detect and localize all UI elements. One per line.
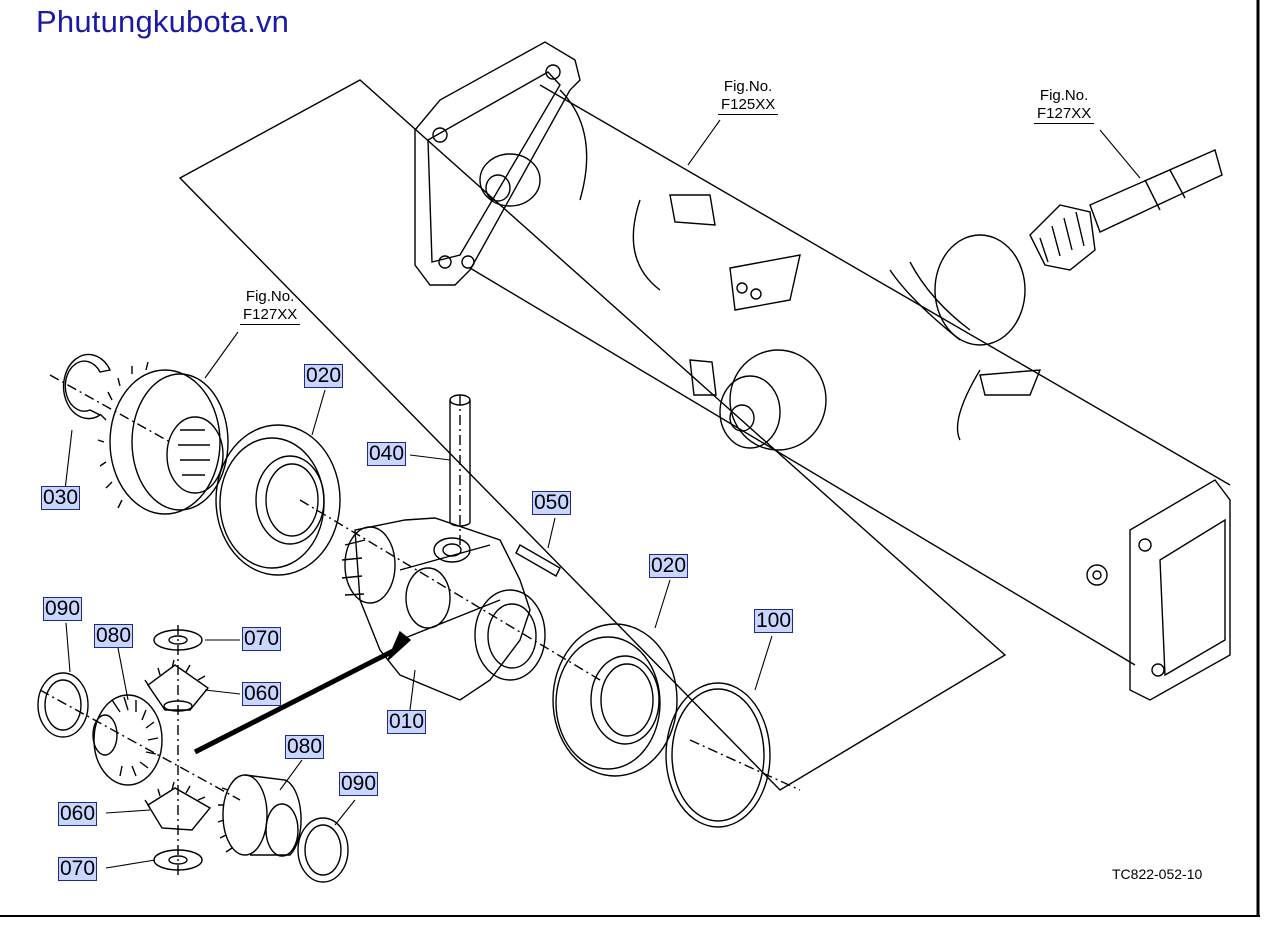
bearing-020-left [215,424,341,576]
callout-080-right[interactable]: 080 [285,735,325,759]
pin-050 [515,544,561,577]
subassembly-outline [178,79,1007,791]
callout-080-left[interactable]: 080 [94,624,134,648]
callout-020-right[interactable]: 020 [649,554,689,578]
callout-090-left[interactable]: 090 [43,597,83,621]
fig-ref-number: F127XX [1034,105,1095,124]
callout-030[interactable]: 030 [41,486,81,510]
fig-ref-f125xx[interactable]: Fig.No. F125XX [718,78,779,115]
leader-lines [64,119,1141,869]
fig-ref-label: Fig.No. [1039,87,1089,104]
drawing-number: TC822-052-10 [1112,866,1203,882]
callout-040[interactable]: 040 [367,442,407,466]
callout-010[interactable]: 010 [387,710,427,734]
pinion-shaft [1029,149,1223,271]
fig-ref-f127xx-shaft[interactable]: Fig.No. F127XX [1034,87,1095,124]
fig-ref-number: F127XX [240,306,301,325]
site-watermark: Phutungkubota.vn [36,4,290,39]
side-gear-080-right [217,774,302,857]
callout-070-top[interactable]: 070 [242,627,282,651]
side-gear-080-left [39,689,241,801]
fig-ref-f127xx-gear[interactable]: Fig.No. F127XX [240,288,301,325]
pinion-gear-060-top [144,659,210,712]
pinion-gear-060-bottom [144,781,212,831]
washer-090-left [37,672,89,738]
fig-ref-label: Fig.No. [245,288,295,305]
snap-ring-030 [62,353,112,420]
diff-case-010 [299,499,601,701]
callout-060-top[interactable]: 060 [242,682,282,706]
o-ring-100 [665,682,801,828]
fig-ref-label: Fig.No. [723,78,773,95]
callout-020-left[interactable]: 020 [304,364,344,388]
bearing-020-right [552,623,678,777]
callout-100[interactable]: 100 [754,609,794,633]
fig-ref-number: F125XX [718,96,779,115]
callout-060-bottom[interactable]: 060 [58,802,98,826]
callout-050[interactable]: 050 [532,491,572,515]
callout-070-bottom[interactable]: 070 [58,857,98,881]
washer-090-right [297,817,349,883]
callout-090-right[interactable]: 090 [339,772,379,796]
ring-gear [49,361,229,515]
axle-housing [414,41,1231,701]
